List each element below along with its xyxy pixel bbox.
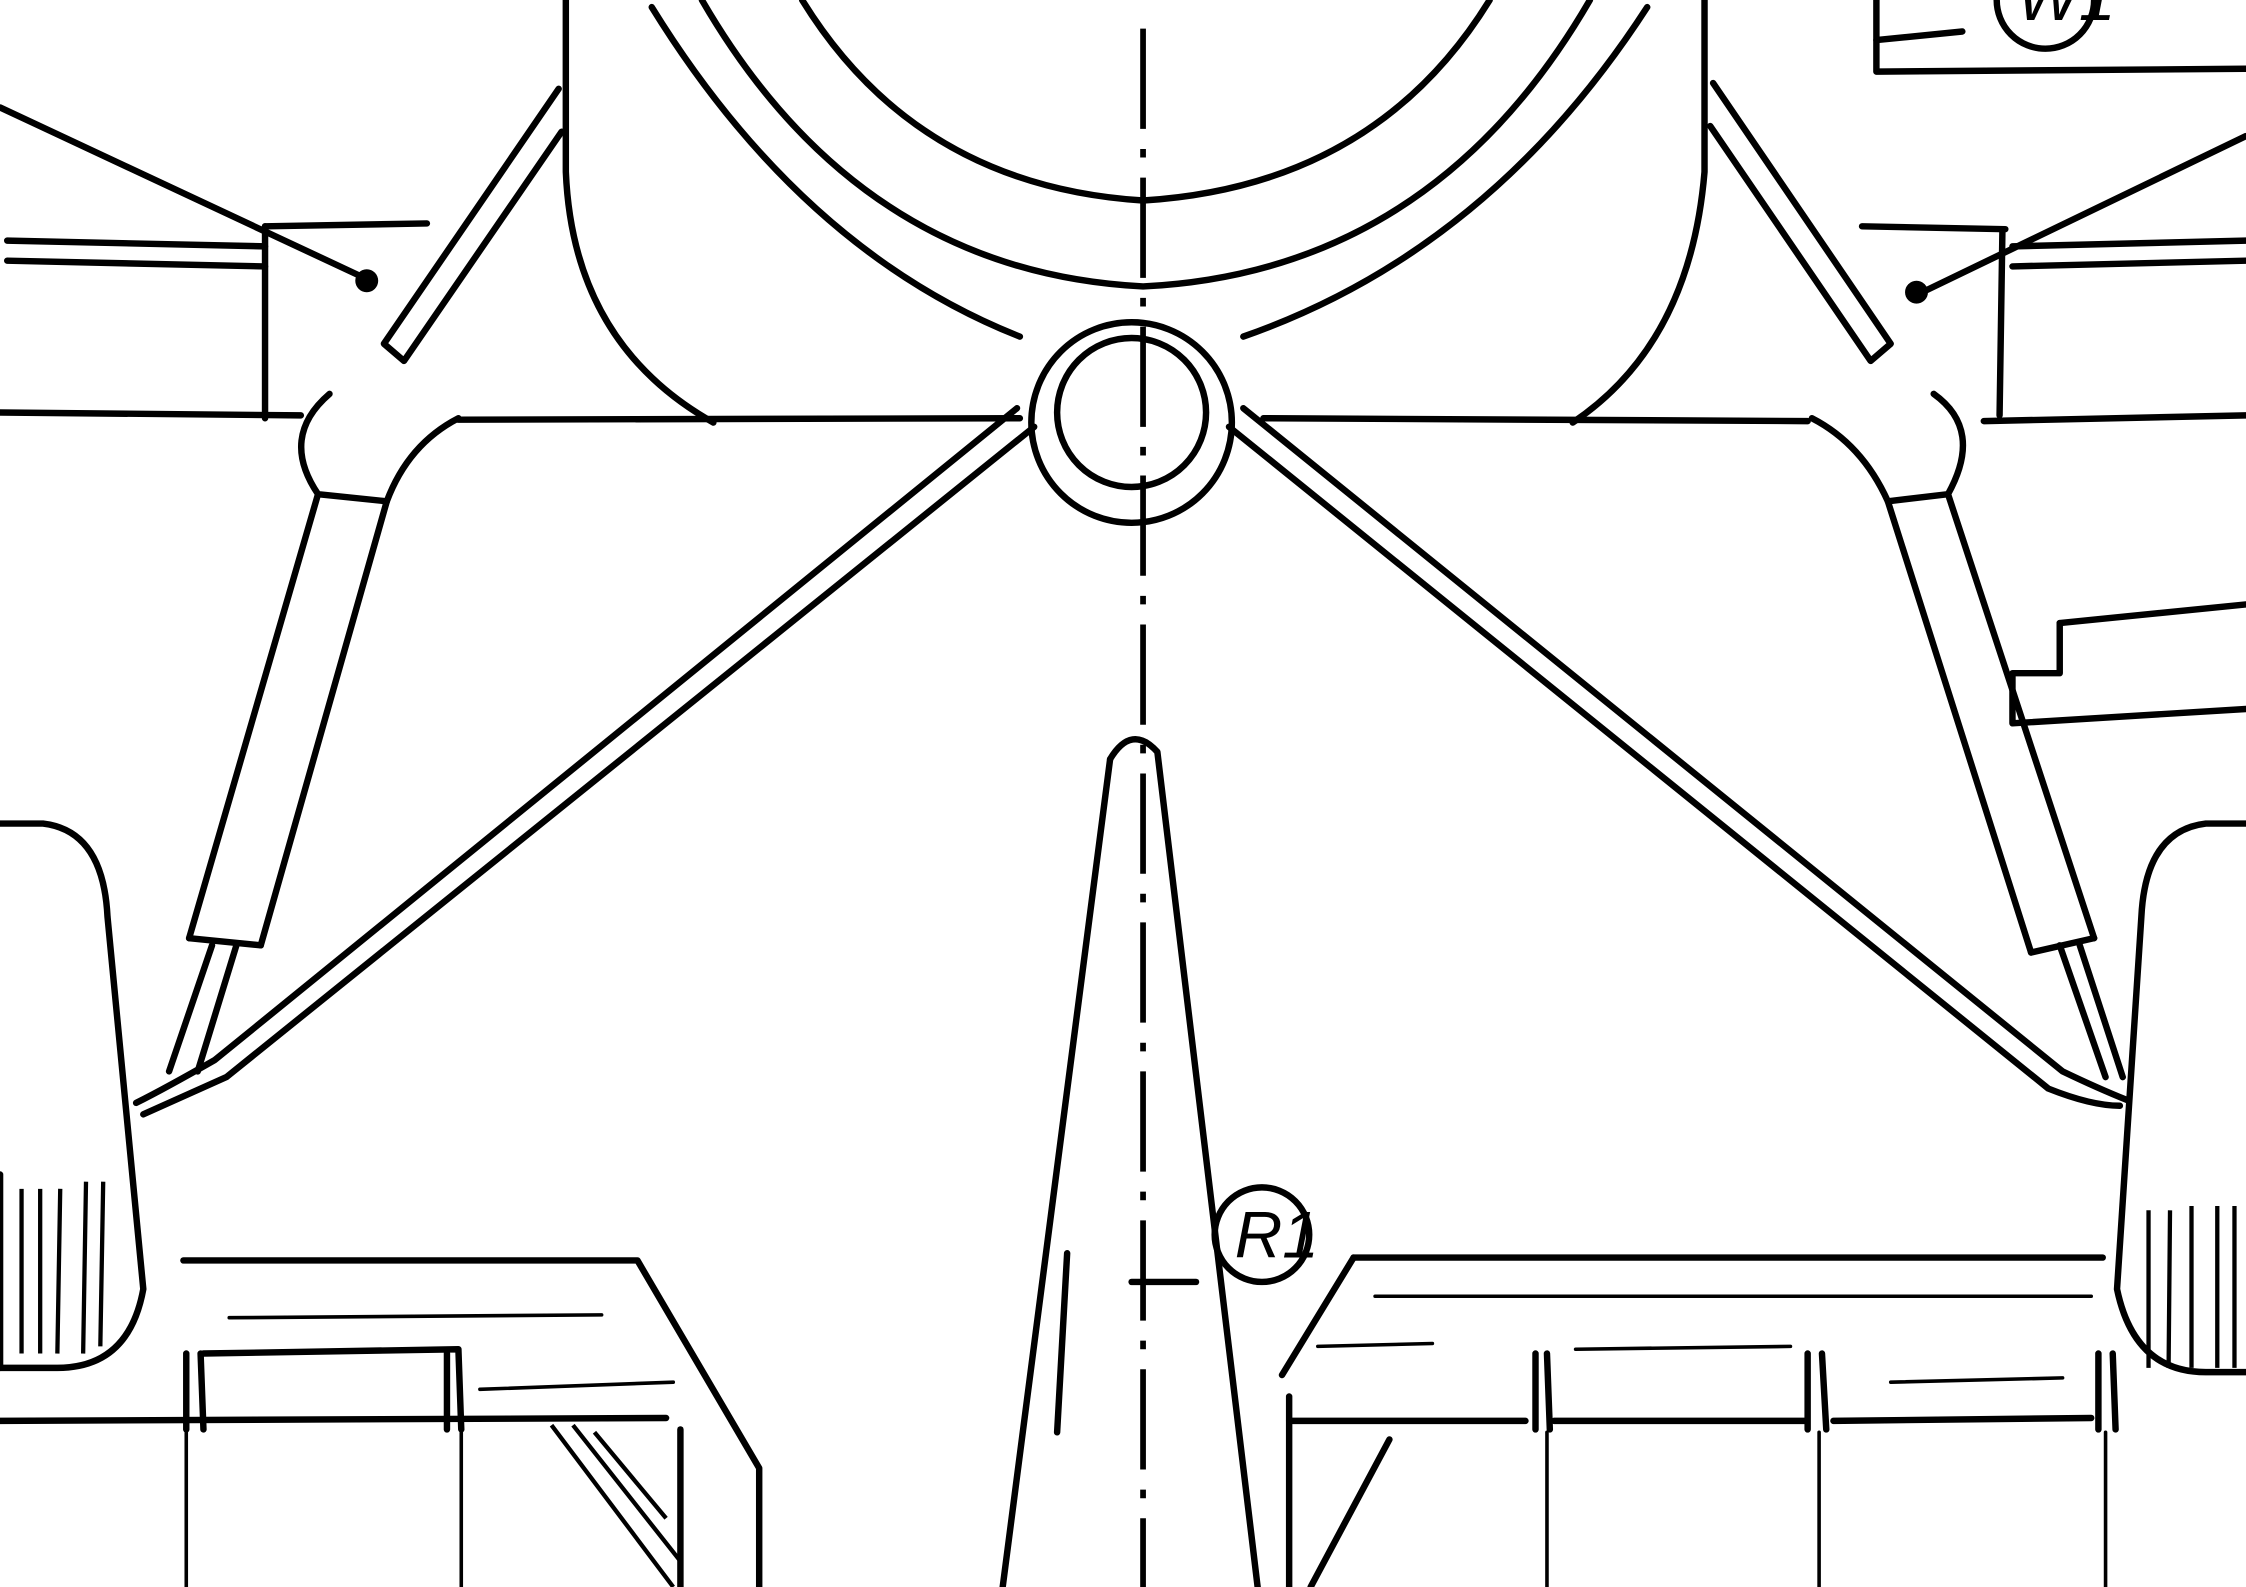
lower-right-flap [1211, 1184, 2119, 1587]
center-hub [1028, 319, 1236, 527]
engine-cowling [562, 0, 1708, 426]
wing-root-line [0, 409, 2246, 425]
left-tire-tread [19, 1181, 106, 1354]
left-pivot-bolt [355, 269, 379, 293]
callout-r1-circle [1211, 1184, 1313, 1286]
right-pivot-bolt [1905, 280, 1928, 304]
callout-r1-label: R1 [1235, 1198, 1319, 1272]
vertical-fin [999, 736, 1261, 1587]
callout-w1-circle [1993, 0, 2098, 52]
left-gear-assembly [0, 85, 1038, 1372]
right-gear-assembly [1225, 0, 2246, 1376]
callout-w1-label: W1 [2017, 0, 2116, 34]
right-tire-tread [2146, 1206, 2237, 1368]
lower-left-flap [0, 1257, 763, 1587]
